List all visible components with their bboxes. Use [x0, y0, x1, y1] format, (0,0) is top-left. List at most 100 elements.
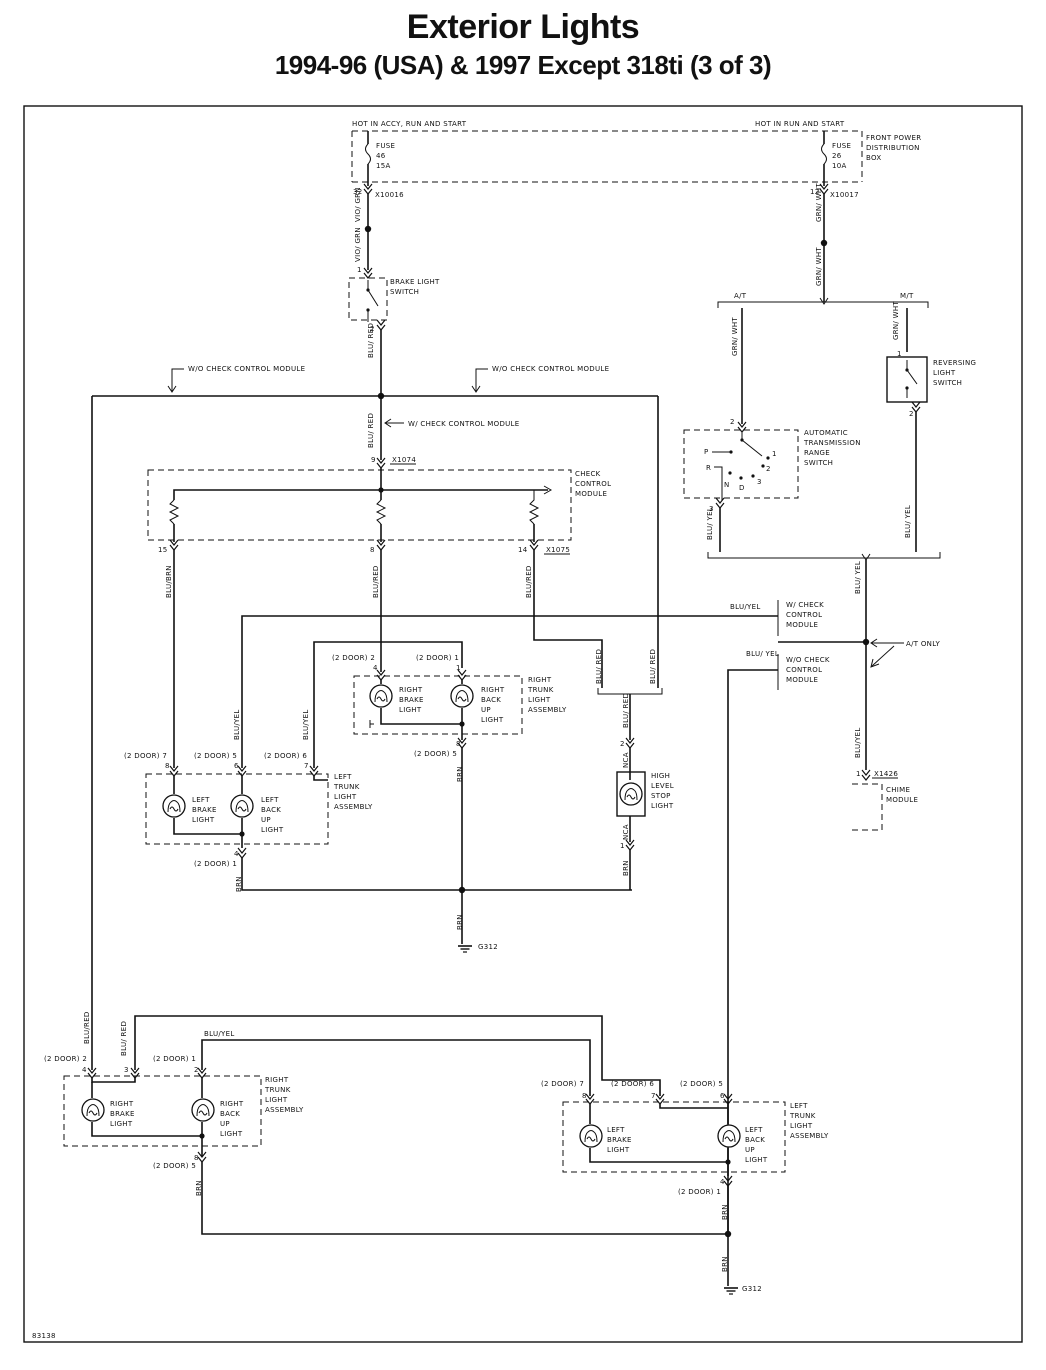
- fuse-26-label: FUSE: [832, 142, 851, 150]
- upper-ground-g312: BRN G312: [456, 886, 498, 953]
- lrt-door-pin-2: (2 DOOR) 2: [44, 1055, 87, 1063]
- pin-12-label: 12: [810, 188, 820, 196]
- power-box-label-3: BOX: [866, 154, 881, 162]
- fuse-46-rating: 15A: [376, 162, 391, 170]
- wire-blu-yel-w-ccm: BLU/YEL: [730, 603, 761, 611]
- urt-label-1: RIGHT: [528, 676, 552, 684]
- ccm-label-3: MODULE: [575, 490, 607, 498]
- ccm-pin-14: 14: [518, 546, 528, 554]
- hls-pin-1: 1: [620, 842, 625, 850]
- urt-backup-label-1: RIGHT: [481, 686, 505, 694]
- wire-nca-hls-bottom: NCA: [622, 824, 630, 840]
- ult-label-2: TRUNK: [333, 783, 360, 791]
- range-switch-pin-3: 3: [709, 505, 714, 513]
- brake-switch-pin-2: 2: [370, 325, 375, 333]
- urt-pin-4: 4: [373, 664, 378, 672]
- ult-pin-7: 7: [304, 762, 309, 770]
- llt-label-1: LEFT: [790, 1102, 808, 1110]
- urt-door-pin-1: (2 DOOR) 1: [416, 654, 459, 662]
- fuse-46-number: 46: [376, 152, 386, 160]
- diagram-frame: [23, 105, 1023, 1343]
- ult-label-4: ASSEMBLY: [334, 803, 373, 811]
- ult-backup-label-3: UP: [261, 816, 271, 824]
- wo-ccm-label-2: CONTROL: [786, 666, 822, 674]
- check-control-branch: BLU/YEL W/ CHECK CONTROL MODULE BLU/ YEL…: [241, 600, 940, 1234]
- llt-brake-label-3: LIGHT: [607, 1146, 630, 1154]
- ult-backup-label-1: LEFT: [261, 796, 279, 804]
- reversing-switch-pin-2: 2: [909, 410, 914, 418]
- ult-door-pin-7: (2 DOOR) 7: [124, 752, 167, 760]
- range-p: P: [704, 448, 709, 456]
- range-switch-label-2: TRANSMISSION: [803, 439, 861, 447]
- ground-g312-lower: G312: [742, 1285, 762, 1293]
- wire-blu-yel-chime: BLU/YEL: [854, 727, 862, 758]
- w-ccm-label-1: W/ CHECK: [786, 601, 824, 609]
- connector-x1426-label: X1426: [874, 770, 898, 778]
- llt-pin-7: 7: [651, 1092, 656, 1100]
- lower-left-trunk-light-assembly: (2 DOOR) 7 (2 DOOR) 6 (2 DOOR) 5 8 7 6 L…: [541, 1080, 829, 1295]
- figure-id: 83138: [32, 1332, 56, 1340]
- range-d: D: [739, 484, 745, 492]
- lrt-pin-3: 3: [124, 1066, 129, 1074]
- at-label: A/T: [734, 292, 747, 300]
- llt-pin-8: 8: [582, 1092, 587, 1100]
- range-switch-label-3: RANGE: [804, 449, 830, 457]
- ult-door-pin-6: (2 DOOR) 6: [264, 752, 307, 760]
- brake-switch-label-1: BRAKE LIGHT: [390, 278, 440, 286]
- ccm-output-wires: BLU/BRN BLU/RED BLU/RED BLU/ RED BLU/ RE…: [91, 396, 663, 1070]
- range-3: 3: [757, 478, 762, 486]
- hls-label-3: STOP: [651, 792, 671, 800]
- urt-label-2: TRUNK: [527, 686, 554, 694]
- ult-label-3: LIGHT: [334, 793, 357, 801]
- range-switch-pin-2: 2: [730, 418, 735, 426]
- lrt-backup-label-1: RIGHT: [220, 1100, 244, 1108]
- power-box-label-1: FRONT POWER: [866, 134, 921, 142]
- reversing-switch-label-3: SWITCH: [933, 379, 962, 387]
- llt-door-pin-5: (2 DOOR) 5: [680, 1080, 723, 1088]
- llt-backup-label-4: LIGHT: [745, 1156, 768, 1164]
- llt-door-pin-1: (2 DOOR) 1: [678, 1188, 721, 1196]
- ground-g312-upper: G312: [478, 943, 498, 951]
- wire-blu-red-lower-2: BLU/ RED: [120, 1021, 128, 1056]
- range-2: 2: [766, 465, 771, 473]
- llt-brake-label-1: LEFT: [607, 1126, 625, 1134]
- wire-blu-red-pin8: BLU/RED: [372, 565, 380, 598]
- wire-vio-grn-upper: VIO/ GRN: [354, 187, 362, 222]
- llt-pin-6: 6: [720, 1092, 725, 1100]
- lrt-label-1: RIGHT: [265, 1076, 289, 1084]
- wire-nca-hls-top: NCA: [622, 752, 630, 768]
- wire-grn-wht-lower: GRN/ WHT: [815, 247, 823, 286]
- ult-backup-label-4: LIGHT: [261, 826, 284, 834]
- wire-brn-ult: BRN: [235, 876, 243, 892]
- ult-backup-label-2: BACK: [261, 806, 281, 814]
- fuse-26-number: 26: [832, 152, 842, 160]
- llt-label-4: ASSEMBLY: [790, 1132, 829, 1140]
- wire-blu-red-ccm-in: BLU/ RED: [367, 413, 375, 448]
- urt-label-4: ASSEMBLY: [528, 706, 567, 714]
- urt-door-pin-2: (2 DOOR) 2: [332, 654, 375, 662]
- llt-backup-label-3: UP: [745, 1146, 755, 1154]
- diagram-subtitle: 1994-96 (USA) & 1997 Except 318ti (3 of …: [274, 50, 772, 80]
- reversing-switch-label-1: REVERSING: [933, 359, 976, 367]
- wire-blu-yel-lower: BLU/YEL: [204, 1030, 235, 1038]
- ult-door-pin-5: (2 DOOR) 5: [194, 752, 237, 760]
- connector-x10017-label: X10017: [830, 191, 859, 199]
- wire-blu-red-hls-a: BLU/ RED: [595, 649, 603, 684]
- lrt-pin-2: 2: [194, 1066, 199, 1074]
- w-ccm-label-2: CONTROL: [786, 611, 822, 619]
- wire-blu-yel-mt: BLU/ YEL: [904, 505, 912, 538]
- ult-door-pin-1: (2 DOOR) 1: [194, 860, 237, 868]
- connector-x10016-label: X10016: [375, 191, 404, 199]
- urt-brake-label-3: LIGHT: [399, 706, 422, 714]
- power-box-label-2: DISTRIBUTION: [866, 144, 920, 152]
- wire-blu-red-hls-c: BLU/ RED: [622, 693, 630, 728]
- llt-backup-label-2: BACK: [745, 1136, 765, 1144]
- ult-label-1: LEFT: [334, 773, 352, 781]
- ult-brake-label-3: LIGHT: [192, 816, 215, 824]
- ult-pin-8: 8: [165, 762, 170, 770]
- reversing-switch-label-2: LIGHT: [933, 369, 956, 377]
- ccm-pin-8: 8: [370, 546, 375, 554]
- hot-accy-run-start-label: HOT IN ACCY, RUN AND START: [352, 120, 467, 128]
- lrt-pin-4: 4: [82, 1066, 87, 1074]
